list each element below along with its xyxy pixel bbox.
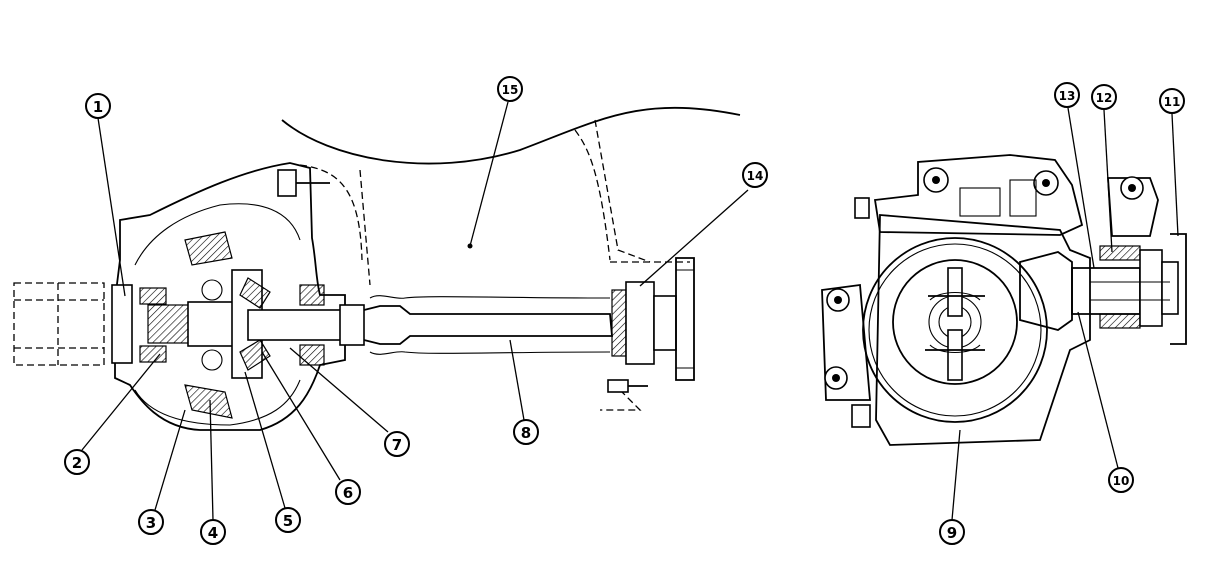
leader-1	[97, 117, 126, 297]
svg-text:2: 2	[72, 454, 82, 472]
leader-12	[1103, 109, 1113, 253]
leader-11	[1171, 113, 1179, 237]
leader-8	[509, 339, 525, 421]
callout-7: 7	[384, 431, 410, 457]
callout-15: 15	[497, 76, 523, 102]
svg-text:8: 8	[521, 424, 531, 442]
callout-5: 5	[275, 507, 301, 533]
leader-13	[1067, 107, 1095, 269]
callout-8: 8	[513, 419, 539, 445]
leader-10	[1077, 311, 1119, 469]
svg-text:6: 6	[343, 484, 353, 502]
svg-text:1: 1	[93, 98, 103, 116]
differential-housing	[114, 162, 346, 431]
leader-4	[209, 399, 214, 521]
svg-text:3: 3	[146, 514, 156, 532]
pinion-bearings	[111, 284, 249, 364]
svg-text:15: 15	[502, 83, 519, 97]
svg-text:10: 10	[1113, 474, 1130, 488]
leader-5	[244, 371, 286, 509]
callouts: 1 2 3 4 5 6 7 8	[64, 76, 1185, 545]
svg-text:4: 4	[208, 524, 218, 542]
leader-7	[289, 347, 389, 433]
leader-14	[639, 189, 749, 287]
svg-text:7: 7	[392, 436, 402, 454]
callout-4: 4	[200, 519, 226, 545]
callout-1: 1	[85, 93, 111, 119]
leader-15	[469, 101, 509, 247]
input-flange	[13, 282, 105, 366]
callout-9: 9	[939, 519, 965, 545]
callout-3: 3	[138, 509, 164, 535]
callout-6: 6	[335, 479, 361, 505]
leader-2	[81, 353, 161, 451]
outer-hub	[607, 257, 695, 393]
drive-shaft	[247, 295, 613, 355]
svg-text:12: 12	[1096, 91, 1113, 105]
leader-6	[261, 351, 341, 481]
callout-2: 2	[64, 449, 90, 475]
svg-text:9: 9	[947, 524, 957, 542]
svg-text:13: 13	[1059, 89, 1076, 103]
leader-3	[154, 409, 186, 511]
callout-11: 11	[1159, 88, 1185, 114]
svg-text:11: 11	[1164, 95, 1181, 109]
sectional-view	[13, 106, 741, 431]
svg-text:5: 5	[283, 512, 293, 530]
external-view	[821, 154, 1187, 446]
callout-12: 12	[1091, 84, 1117, 110]
callout-10: 10	[1108, 467, 1134, 493]
svg-text:14: 14	[747, 169, 764, 183]
leader-9	[951, 429, 961, 521]
callout-13: 13	[1054, 82, 1080, 108]
callout-14: 14	[742, 162, 768, 188]
leader-lines	[81, 101, 1179, 521]
